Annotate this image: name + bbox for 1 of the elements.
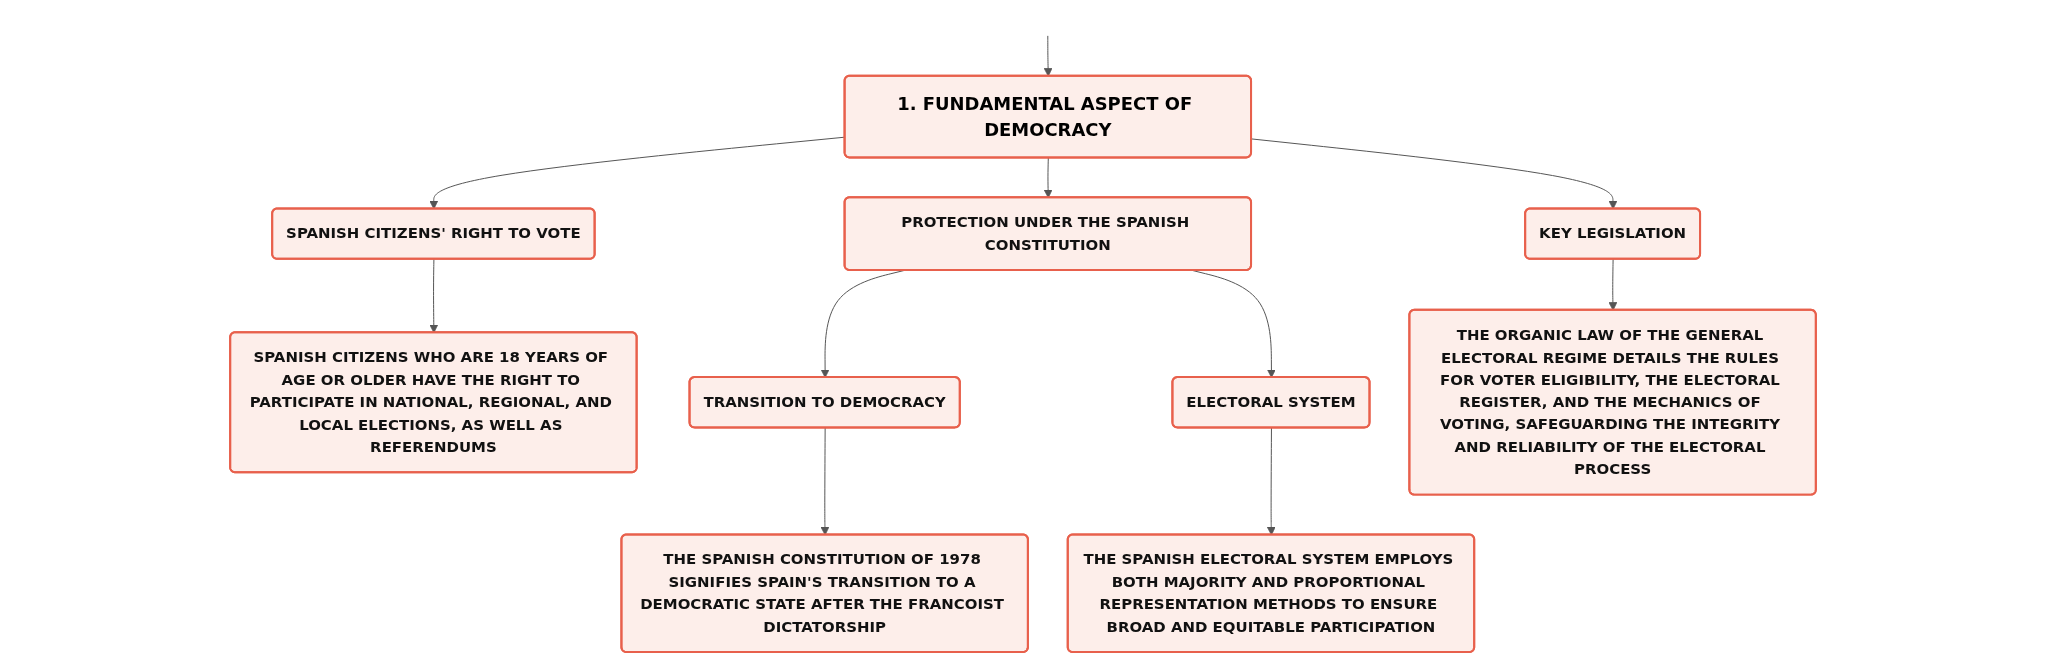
arrow <box>820 270 905 378</box>
